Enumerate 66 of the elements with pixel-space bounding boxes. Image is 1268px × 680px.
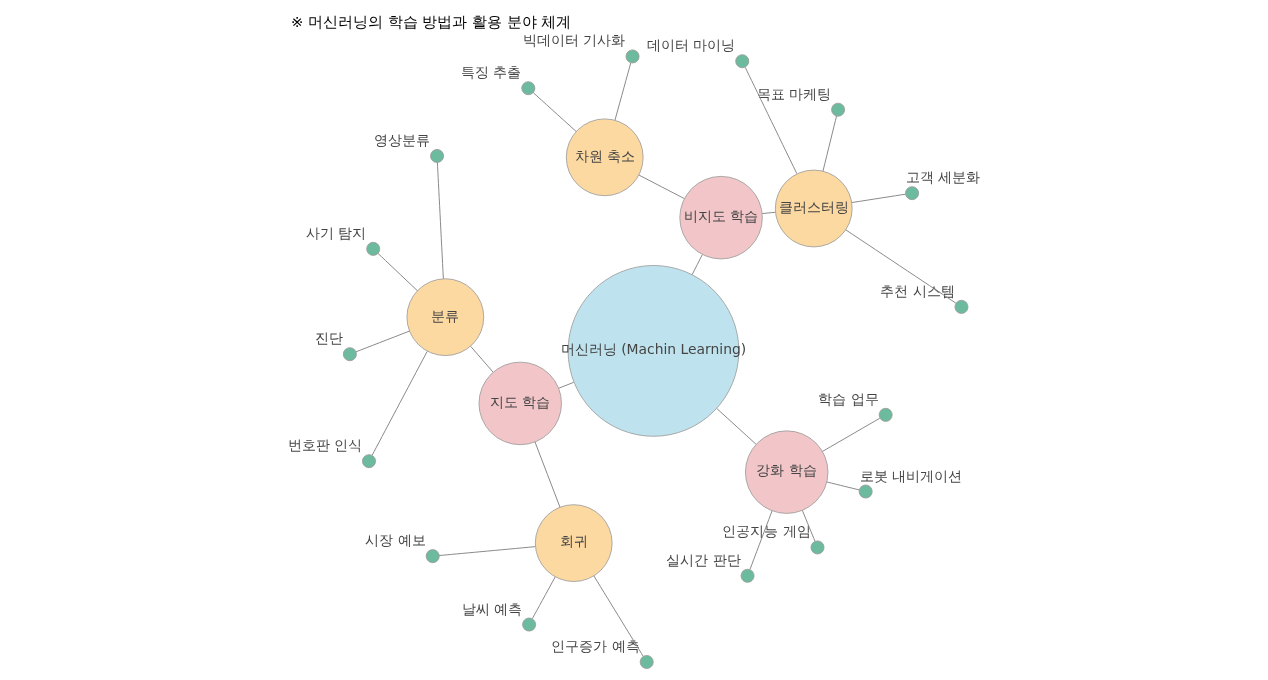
node-label: 영상분류 — [373, 132, 430, 149]
node-circle — [430, 149, 444, 163]
node-circle: 지도 학습 — [478, 361, 562, 446]
connector — [801, 509, 816, 542]
connector — [691, 254, 703, 276]
node-circle — [878, 407, 893, 422]
connector — [371, 350, 428, 456]
connector — [532, 92, 577, 132]
node-circle — [342, 347, 357, 362]
node-circle: 회귀 — [534, 504, 613, 582]
node-circle: 분류 — [406, 278, 485, 356]
connector — [716, 408, 757, 445]
connector — [531, 576, 556, 620]
connector — [851, 193, 906, 204]
node-label: 진단 — [315, 330, 344, 347]
node-label: 빅데이터 기사화 — [522, 32, 626, 49]
node-circle — [522, 617, 537, 632]
node-label: 사기 탐지 — [305, 224, 367, 241]
node-circle — [831, 102, 846, 117]
connector — [761, 211, 776, 215]
node-label: 추천 시스템 — [880, 282, 955, 299]
node-circle — [625, 49, 640, 64]
node-label: 실시간 판단 — [666, 551, 741, 568]
node-label: 날씨 예측 — [461, 600, 523, 617]
connector — [470, 345, 494, 373]
connector — [534, 441, 561, 508]
node-label: 인구증가 예측 — [551, 638, 640, 655]
node-label: 데이터 마이닝 — [646, 37, 736, 54]
node-label: 학습 업무 — [818, 390, 879, 407]
node-circle — [639, 655, 654, 669]
node-circle — [362, 454, 376, 469]
connector — [558, 381, 575, 389]
node-label: 특징 추출 — [460, 64, 522, 81]
connector — [821, 417, 881, 452]
node-circle — [858, 484, 873, 499]
node-circle — [366, 241, 381, 256]
connector — [355, 330, 410, 353]
connector — [614, 62, 632, 121]
connector — [438, 546, 536, 557]
node-circle: 차원 축소 — [565, 118, 644, 197]
connector — [436, 162, 444, 280]
connector — [638, 174, 685, 200]
connector — [822, 115, 838, 172]
node-circle — [905, 186, 920, 201]
connector — [826, 481, 860, 491]
node-circle: 비지도 학습 — [679, 175, 763, 260]
node-label: 고객 세분화 — [905, 169, 981, 186]
node-label: 인공지능 게임 — [722, 523, 811, 540]
connector — [845, 229, 957, 304]
node-circle: 클러스터링 — [774, 169, 853, 248]
node-circle — [954, 299, 969, 314]
node-circle — [740, 568, 755, 583]
connector — [744, 66, 798, 175]
connector — [377, 252, 418, 292]
diagram-title: ※ 머신러닝의 학습 방법과 활용 분야 체계 — [290, 12, 572, 30]
node-circle: 강화 학습 — [745, 430, 829, 514]
connector — [593, 575, 644, 657]
connector — [749, 510, 773, 570]
node-label: 시장 예보 — [365, 532, 426, 549]
node-label: 로봇 내비게이션 — [859, 467, 963, 484]
node-label: 번호판 인식 — [287, 437, 363, 454]
node-circle — [735, 54, 750, 69]
node-circle — [810, 540, 825, 555]
node-label: 목표 마케팅 — [756, 85, 832, 102]
node-circle — [521, 81, 536, 96]
node-circle — [425, 549, 440, 564]
